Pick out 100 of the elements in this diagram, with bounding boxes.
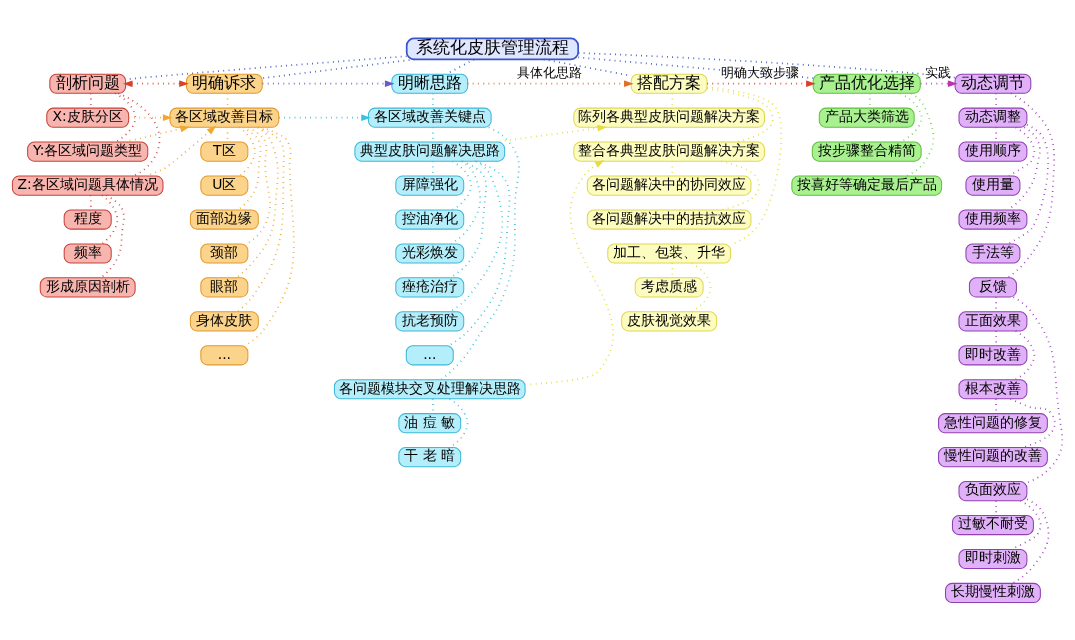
node-box: 搭配方案 xyxy=(630,73,708,94)
node-box: 加工、包装、升华 xyxy=(607,242,731,264)
node-box: 正面效果 xyxy=(958,310,1028,331)
node-box: 反馈 xyxy=(968,276,1017,297)
arrow xyxy=(123,125,190,143)
connector xyxy=(451,160,473,211)
arrow xyxy=(261,79,395,87)
node-box: 各问题解决中的协同效应 xyxy=(586,175,752,196)
node-box: 即时刺激 xyxy=(958,548,1028,569)
connector xyxy=(235,125,279,279)
connector xyxy=(237,125,262,211)
connector xyxy=(706,87,774,143)
arrow xyxy=(278,113,371,121)
node-box: 使用量 xyxy=(965,175,1021,196)
connector xyxy=(899,92,923,143)
connector xyxy=(1007,123,1049,245)
arrow xyxy=(122,79,189,87)
node-box: 急性问题的修复 xyxy=(938,412,1048,433)
node-box: 颈部 xyxy=(200,242,249,264)
connector xyxy=(449,159,487,278)
connector xyxy=(117,92,161,177)
node-box: 痤疮治疗 xyxy=(395,276,465,297)
node-box: 干 老 暗 xyxy=(398,446,462,467)
node-box: 频率 xyxy=(63,242,112,264)
node-box: 各区域改善目标 xyxy=(169,107,280,128)
connector xyxy=(448,159,504,313)
connector xyxy=(905,92,935,177)
node-box: 产品大类筛选 xyxy=(818,107,915,128)
connector xyxy=(1012,295,1064,484)
node-box: 使用顺序 xyxy=(958,141,1028,162)
connector xyxy=(577,51,956,78)
node-box: X:皮肤分区 xyxy=(46,107,130,128)
arrow xyxy=(524,159,614,386)
edge-label: 明确大致步骤 xyxy=(721,64,800,80)
node-box: 各区域改善关键点 xyxy=(367,107,492,128)
connector xyxy=(706,85,783,246)
node-box: 根本改善 xyxy=(958,378,1028,399)
node-box: 明晰思路 xyxy=(391,73,469,94)
connector xyxy=(1011,497,1050,584)
node-box: 控油净化 xyxy=(395,208,465,230)
node-box: Y:各区域问题类型 xyxy=(27,141,149,162)
arrow xyxy=(144,125,217,177)
connector xyxy=(577,56,814,79)
connector xyxy=(1014,329,1036,380)
node-box: 即时改善 xyxy=(958,344,1028,365)
node-box: 形成原因剖析 xyxy=(39,276,136,297)
connector xyxy=(690,261,712,312)
connector xyxy=(100,193,125,279)
connector xyxy=(448,397,469,448)
node-box: 按喜好等确定最后产品 xyxy=(791,175,943,196)
node-box: 陈列各典型皮肤问题解决方案 xyxy=(573,107,765,128)
node-box: 身体皮肤 xyxy=(189,310,259,331)
node-box: 过敏不耐受 xyxy=(951,514,1034,535)
node-box: U区 xyxy=(200,175,249,196)
arrow xyxy=(466,79,634,87)
arrow xyxy=(127,113,173,121)
node-box: ... xyxy=(405,344,454,365)
node-box: 动态调整 xyxy=(958,107,1028,128)
node-box: 剖析问题 xyxy=(49,73,127,94)
node-box: 屏障强化 xyxy=(395,175,465,196)
node-box: 使用频率 xyxy=(958,208,1028,230)
connector xyxy=(261,58,416,79)
node-box: 明确诉求 xyxy=(185,73,263,94)
edge-label: 具体化思路 xyxy=(516,64,582,80)
node-box: 长期慢性刺激 xyxy=(945,582,1041,603)
node-box: 油 痘 敏 xyxy=(398,412,462,433)
arrow xyxy=(706,79,816,87)
node-box: 典型皮肤问题解决思路 xyxy=(354,141,506,162)
connector xyxy=(101,193,119,245)
connector xyxy=(450,159,482,245)
connector xyxy=(440,125,520,380)
node-box: T区 xyxy=(200,141,249,162)
node-box: 手法等 xyxy=(965,242,1021,264)
node-box: 按步骤整合精简 xyxy=(811,141,922,162)
node-box: 各问题模块交叉处理解决思路 xyxy=(333,378,526,399)
node-box: 慢性问题的改善 xyxy=(938,446,1048,467)
node-box: 抗老预防 xyxy=(395,310,465,331)
connector xyxy=(1006,91,1055,279)
node-box: ... xyxy=(200,344,249,365)
connector xyxy=(1009,397,1056,448)
node-box: 动态调节 xyxy=(954,73,1032,94)
node-box: 考虑质感 xyxy=(634,276,704,297)
connector xyxy=(1007,125,1041,211)
connector xyxy=(114,91,137,143)
connector xyxy=(236,125,285,312)
node-box: 系统化皮肤管理流程 xyxy=(405,37,580,60)
connector xyxy=(238,125,256,177)
node-box: 各问题解决中的拮抗效应 xyxy=(586,208,752,230)
node-box: 整合各典型皮肤问题解决方案 xyxy=(573,141,765,162)
node-box: 负面效应 xyxy=(958,480,1028,501)
node-box: 面部边缘 xyxy=(189,208,259,230)
node-box: 程度 xyxy=(63,208,112,230)
node-box: Z:各区域问题具体情况 xyxy=(11,175,164,196)
node-box: 光彩焕发 xyxy=(395,242,465,264)
connector xyxy=(1008,126,1036,177)
edge-label: 实践 xyxy=(924,64,951,80)
node-box: 皮肤视觉效果 xyxy=(621,310,718,331)
node-box: 眼部 xyxy=(200,276,249,297)
connector xyxy=(448,159,511,346)
connector xyxy=(245,125,271,245)
